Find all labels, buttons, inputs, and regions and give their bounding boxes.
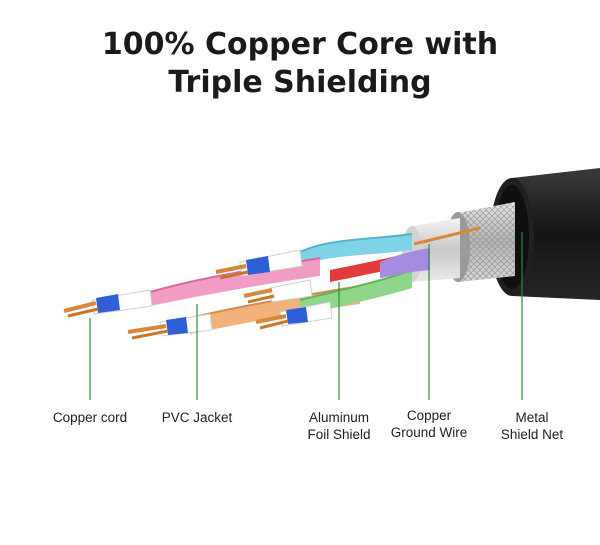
label-aluminum-foil-shield: Aluminum Foil Shield [307, 410, 371, 442]
wire-end-1 [63, 289, 153, 318]
twisted-pair-purple [380, 248, 430, 278]
label-copper-cord: Copper cord [52, 410, 128, 425]
label-metal-shield-net: Metal Shield Net [500, 410, 564, 442]
title-line-1: 100% Copper Core with [101, 27, 499, 62]
title-line-2: Triple Shielding [168, 65, 432, 100]
twisted-pair-cyan [299, 233, 413, 266]
wire-end-2 [215, 249, 303, 280]
label-pvc-jacket: PVC Jacket [161, 410, 233, 425]
copper-ground-wire [413, 226, 481, 246]
wire-end-5 [243, 279, 313, 304]
metal-shield-net [446, 202, 515, 282]
label-copper-ground-wire: Copper Ground Wire [390, 408, 468, 440]
wire-end-4 [255, 301, 333, 330]
page-title: 100% Copper Core with Triple Shielding [0, 26, 600, 102]
wire-end-3 [127, 313, 213, 340]
